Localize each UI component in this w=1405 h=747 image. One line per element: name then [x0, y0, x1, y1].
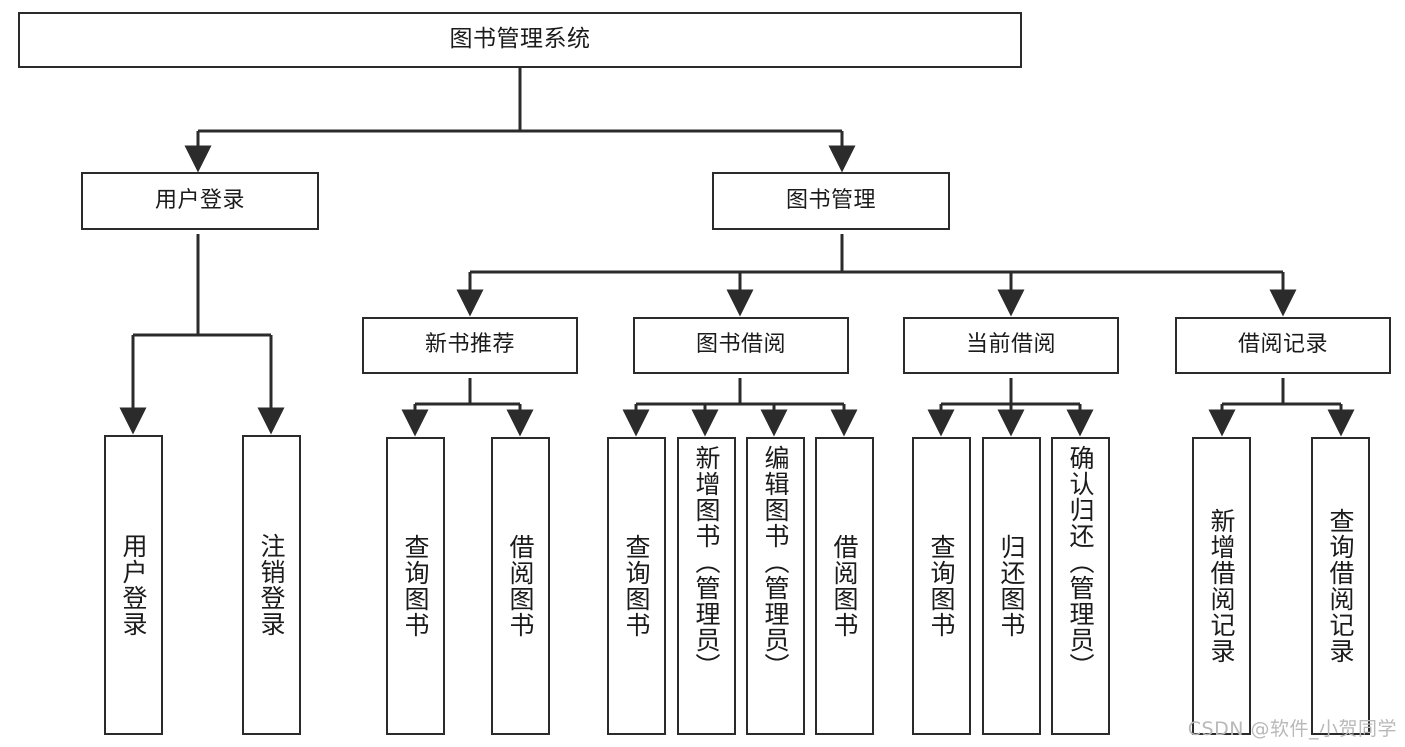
leaf-add-book-admin[interactable]: 新增图书（管理员）	[677, 437, 736, 735]
node-book-borrow-label: 图书借阅	[695, 332, 786, 358]
leaf-query-borrow-record-label: 查询借阅记录	[1326, 508, 1355, 664]
leaf-user-login-label: 用户登录	[119, 533, 148, 637]
leaf-query-book-recommend[interactable]: 查询图书	[386, 437, 445, 735]
leaf-borrow-book-recommend-label: 借阅图书	[506, 534, 535, 638]
node-root-library-system[interactable]: 图书管理系统	[18, 12, 1022, 68]
leaf-query-book-current-label: 查询图书	[927, 534, 956, 638]
leaf-user-login[interactable]: 用户登录	[104, 435, 163, 735]
node-book-management-label: 图书管理	[785, 187, 876, 213]
node-user-login-label: 用户登录	[154, 187, 245, 213]
leaf-return-book[interactable]: 归还图书	[982, 437, 1041, 735]
leaf-logout[interactable]: 注销登录	[242, 435, 301, 735]
node-user-login[interactable]: 用户登录	[81, 172, 319, 230]
leaf-query-borrow-record[interactable]: 查询借阅记录	[1311, 437, 1370, 735]
leaf-edit-book-admin-label: 编辑图书（管理员）	[761, 445, 790, 679]
leaf-add-book-admin-label: 新增图书（管理员）	[692, 445, 721, 679]
node-borrow-record[interactable]: 借阅记录	[1175, 317, 1391, 374]
leaf-add-borrow-record-label: 新增借阅记录	[1207, 508, 1236, 664]
leaf-edit-book-admin[interactable]: 编辑图书（管理员）	[746, 437, 805, 735]
node-current-borrow-label: 当前借阅	[965, 332, 1056, 358]
node-root-label: 图书管理系统	[449, 26, 591, 53]
leaf-query-book-current[interactable]: 查询图书	[912, 437, 971, 735]
leaf-logout-label: 注销登录	[257, 533, 286, 637]
leaf-confirm-return-admin-label: 确认归还（管理员）	[1066, 445, 1095, 679]
node-current-borrow[interactable]: 当前借阅	[903, 317, 1119, 374]
leaf-query-book-borrow-label: 查询图书	[622, 534, 651, 638]
node-new-book-recommend-label: 新书推荐	[424, 332, 515, 358]
node-book-management[interactable]: 图书管理	[712, 172, 950, 230]
leaf-borrow-book-label: 借阅图书	[830, 534, 859, 638]
leaf-query-book-borrow[interactable]: 查询图书	[607, 437, 666, 735]
leaf-borrow-book-recommend[interactable]: 借阅图书	[491, 437, 550, 735]
node-borrow-record-label: 借阅记录	[1237, 332, 1328, 358]
watermark-text: CSDN @软件_小贺同学	[1187, 718, 1397, 740]
leaf-add-borrow-record[interactable]: 新增借阅记录	[1192, 437, 1251, 735]
leaf-borrow-book[interactable]: 借阅图书	[815, 437, 874, 735]
node-new-book-recommend[interactable]: 新书推荐	[362, 317, 578, 374]
leaf-confirm-return-admin[interactable]: 确认归还（管理员）	[1051, 437, 1110, 735]
leaf-return-book-label: 归还图书	[997, 534, 1026, 638]
leaf-query-book-recommend-label: 查询图书	[401, 534, 430, 638]
node-book-borrow[interactable]: 图书借阅	[633, 317, 849, 374]
